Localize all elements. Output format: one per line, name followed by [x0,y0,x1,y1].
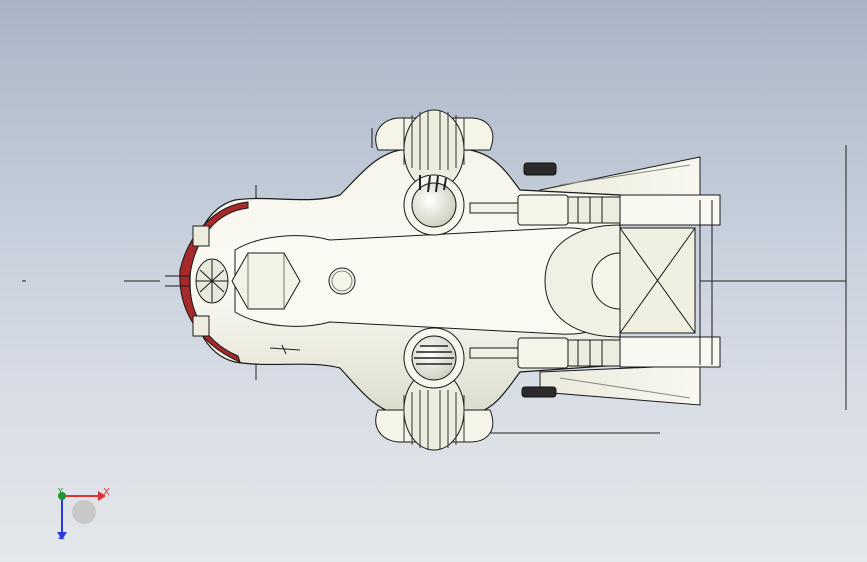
x-axis-label: X [103,487,110,498]
triad-svg [57,491,106,540]
rear-fin-bottom [539,364,701,406]
pod-top [375,109,494,236]
y-axis-label: Y [58,487,63,496]
orientation-triad[interactable]: X Y Z [40,476,120,546]
thruster-top [469,194,621,226]
thruster-bottom [469,337,621,369]
hull-marking [269,344,301,355]
rear-deck [544,194,721,368]
front-sensor [165,225,229,337]
y-axis-dot [58,492,66,500]
pod-bottom [375,327,494,451]
z-axis-label: Z [58,531,65,542]
wheel-stubs [521,162,557,398]
center-hatch [328,267,356,295]
z-axis-arrow [57,532,67,540]
x-axis-arrow [98,491,106,501]
triad-shade [72,500,96,524]
